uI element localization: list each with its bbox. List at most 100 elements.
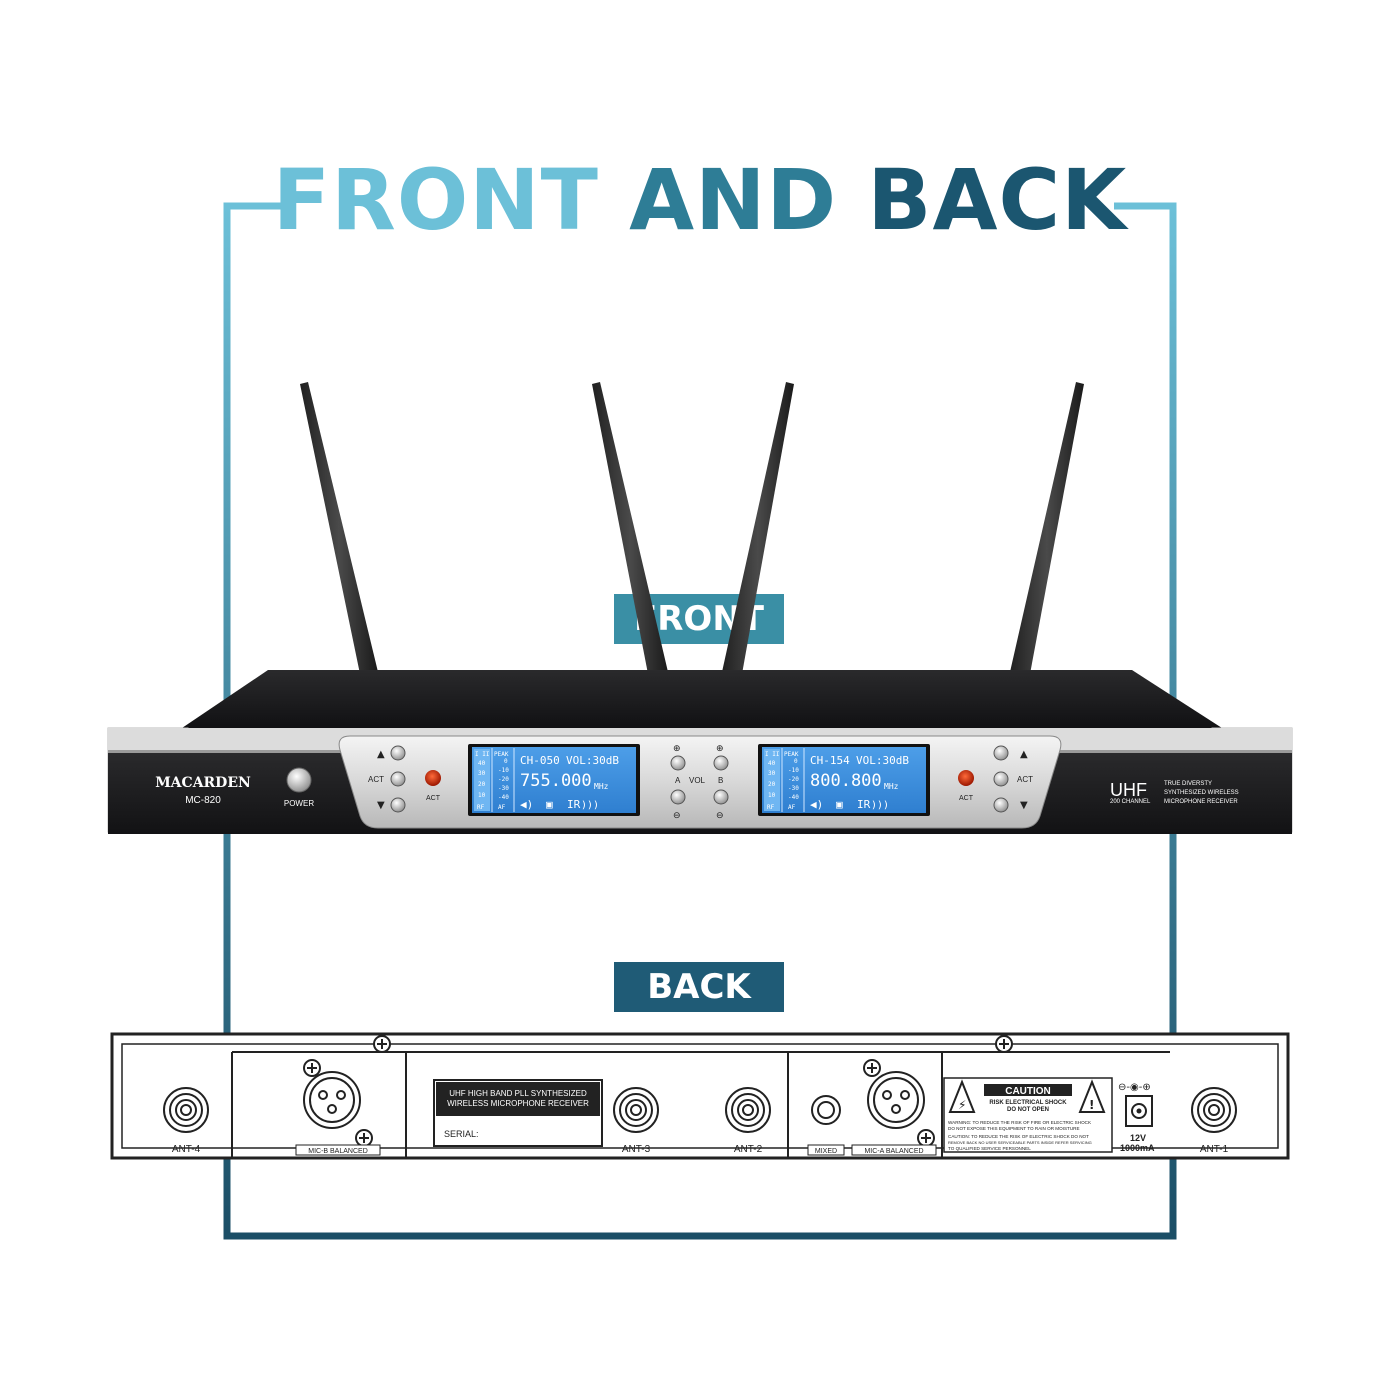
svg-text:40: 40 (478, 760, 486, 767)
antenna-right-inner (722, 382, 794, 674)
screw-icon (863, 1059, 881, 1077)
label-line2: WIRELESS MICROPHONE RECEIVER (447, 1099, 589, 1108)
svg-text:-40: -40 (498, 794, 509, 801)
antenna-left-outer (300, 382, 378, 674)
lcd-a-volume: VOL:30dB (566, 754, 619, 767)
battery-icon: ▣ (836, 798, 843, 811)
power-button[interactable] (286, 767, 312, 793)
channel-b-down-button[interactable] (993, 797, 1009, 813)
power-current: 1000mA (1120, 1143, 1155, 1153)
act-led-label-right: ACT (959, 795, 974, 802)
caution-sub1: RISK ELECTRICAL SHOCK (989, 1100, 1067, 1106)
serial-label: SERIAL: (444, 1129, 479, 1139)
screw-icon (995, 1035, 1013, 1053)
warning-triangle-icon (1078, 1079, 1106, 1113)
svg-text:RF: RF (767, 804, 775, 811)
mic-b-label: MIC-B BALANCED (308, 1148, 368, 1155)
minus-icon-a: ⊖ (673, 811, 681, 821)
svg-text:40: 40 (768, 760, 776, 767)
ant3-connector[interactable] (613, 1087, 659, 1133)
svg-text:-20: -20 (788, 776, 799, 783)
ant4-label: ANT-4 (172, 1144, 201, 1155)
lcd-a-channel: CH-050 (520, 754, 560, 767)
caution-line3: TO QUALIFIED SERVICE PERSONNEL (948, 1146, 1031, 1151)
lcd-b-unit: MHz (884, 782, 899, 791)
caution-panel: ⚡ ! CAUTION RISK ELECTRICAL SHOCK DO NOT… (943, 1077, 1113, 1153)
lcd-display-a: I II PEAK 40 30 20 10 RF 0 -10 -20 -30 -… (468, 744, 640, 816)
warning-triangle-icon (948, 1079, 976, 1113)
lcd-a-frequency: 755.000 (520, 771, 592, 791)
receiver-back: ANT-4 MIC-B BALANCED UHF HIGH BAND PLL S… (110, 1032, 1290, 1160)
desc-line1: TRUE DIVERSTY (1164, 781, 1212, 787)
lcd-b-channel: CH-154 (810, 754, 850, 767)
lcd-a-unit: MHz (594, 782, 609, 791)
arrow-up-icon: ▲ (1020, 749, 1028, 760)
warning-line1: WARNING: TO REDUCE THE RISK OF FIRE OR E… (948, 1120, 1092, 1125)
mic-b-xlr-connector[interactable] (303, 1071, 361, 1129)
svg-text:AF: AF (498, 804, 506, 811)
page-title: FRONT AND BACK (0, 150, 1400, 250)
arrow-down-icon: ▼ (1020, 800, 1028, 811)
antenna-left-inner (592, 382, 668, 674)
volume-a-down-button[interactable] (670, 789, 686, 805)
receiver-front: MACARDEN MC-820 POWER ▲ ACT ▼ ACT I II P… (107, 382, 1293, 834)
svg-text:AF: AF (788, 804, 796, 811)
ir-signal-icon: ))) (581, 800, 599, 811)
plus-icon-a: ⊕ (673, 744, 681, 754)
screw-icon (917, 1129, 935, 1147)
act-led-label-left: ACT (426, 795, 441, 802)
caution-line2: REMOVE BACK NO USER SERVICEABLE PARTS IN… (948, 1140, 1092, 1145)
act-label-left: ACT (368, 775, 384, 784)
screw-icon (303, 1059, 321, 1077)
caution-line1: CAUTION: TO REDUCE THE RISK OF ELECTRIC … (948, 1134, 1089, 1139)
screw-icon (373, 1035, 391, 1053)
ir-signal-icon: ))) (871, 800, 889, 811)
caution-sub2: DO NOT OPEN (1007, 1107, 1049, 1113)
ant2-connector[interactable] (725, 1087, 771, 1133)
volume-a-up-button[interactable] (670, 755, 686, 771)
svg-text:I II: I II (765, 751, 780, 758)
plus-icon-b: ⊕ (716, 744, 724, 754)
top-cover (182, 670, 1222, 728)
ant4-connector[interactable] (163, 1087, 209, 1133)
svg-text:-10: -10 (498, 767, 509, 774)
svg-text:-20: -20 (498, 776, 509, 783)
channel-a-down-button[interactable] (390, 797, 406, 813)
desc-line3: MICROPHONE RECEIVER (1164, 799, 1238, 805)
svg-text:⚡: ⚡ (958, 1098, 966, 1112)
title-word-front: FRONT (272, 151, 599, 249)
caution-title: CAUTION (1005, 1086, 1051, 1097)
channel-b-up-button[interactable] (993, 745, 1009, 761)
ant1-connector[interactable] (1191, 1087, 1237, 1133)
act-led-right (958, 770, 974, 786)
svg-text:!: ! (1089, 1098, 1094, 1112)
channel-a-up-button[interactable] (390, 745, 406, 761)
channel-b-act-button[interactable] (993, 771, 1009, 787)
svg-text:0: 0 (504, 758, 508, 765)
svg-text:-10: -10 (788, 767, 799, 774)
mic-a-xlr-connector[interactable] (867, 1071, 925, 1129)
ant3-label: ANT-3 (622, 1144, 651, 1155)
svg-text:10: 10 (478, 792, 486, 799)
brand-name: MACARDEN (155, 775, 251, 791)
power-voltage: 12V (1130, 1133, 1146, 1143)
ant2-label: ANT-2 (734, 1144, 763, 1155)
label-line1: UHF HIGH BAND PLL SYNTHESIZED (449, 1089, 587, 1098)
lcd-b-volume: VOL:30dB (856, 754, 909, 767)
svg-text:PEAK: PEAK (784, 751, 799, 758)
volume-b-up-button[interactable] (713, 755, 729, 771)
vol-label: VOL (689, 776, 706, 785)
svg-text:-40: -40 (788, 794, 799, 801)
volume-b-down-button[interactable] (713, 789, 729, 805)
mic-a-label: MIC-A BALANCED (864, 1148, 923, 1155)
svg-text:I II: I II (475, 751, 490, 758)
channel-a-act-button[interactable] (390, 771, 406, 787)
svg-text:30: 30 (768, 770, 776, 777)
svg-text:20: 20 (478, 781, 486, 788)
mixed-label: MIXED (815, 1148, 837, 1155)
svg-text:-30: -30 (498, 785, 509, 792)
speaker-icon: ◀) (520, 798, 533, 811)
lcd-a-ir: IR (567, 798, 581, 811)
svg-text:PEAK: PEAK (494, 751, 509, 758)
lcd-b-frequency: 800.800 (810, 771, 882, 791)
